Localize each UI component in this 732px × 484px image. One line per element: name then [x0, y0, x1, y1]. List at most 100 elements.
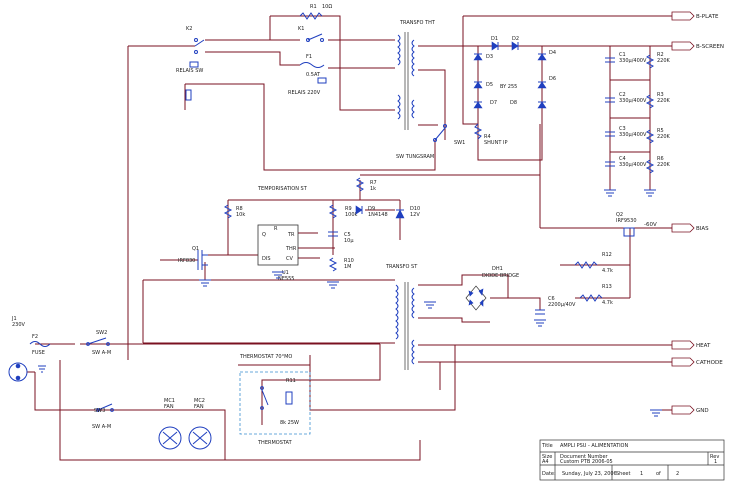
f2-label: F2 — [32, 334, 38, 340]
k1-label: K1 — [298, 26, 304, 32]
tb-sheet: 1 — [640, 471, 643, 477]
r2-value: 220K — [657, 58, 671, 64]
sw-tungsram: SW TUNGSRAM SW1 — [396, 124, 465, 160]
thermostat-title: THERMOSTAT 70°MO — [239, 354, 292, 360]
d3-label: D3 — [486, 54, 493, 60]
ground-filter — [604, 189, 656, 197]
transfo-st-label: TRANSFO ST — [385, 264, 418, 270]
q2-value: IRF9530 — [616, 218, 637, 224]
transfo-tht: TRANSFO THT — [397, 20, 436, 130]
f1-fuse: F1 0.5AT — [299, 54, 325, 78]
f2-value: FUSE — [32, 350, 45, 356]
r13-resistor: R13 4.7k — [579, 284, 613, 306]
d4-label: D4 — [549, 50, 556, 56]
d5-diode: D5 — [473, 81, 493, 89]
r13-label: R13 — [602, 284, 612, 290]
d2-label: D2 — [512, 36, 519, 42]
tb-of-label: of — [656, 471, 661, 477]
mc1-value: FAN — [164, 404, 174, 410]
wires — [18, 15, 672, 461]
c5-capacitor: C5 10µ — [328, 231, 354, 244]
port-b-screen: B-SCREEN — [671, 41, 724, 51]
u1-pin-r: R — [274, 226, 278, 232]
d6-label: D6 — [549, 76, 556, 82]
bias-net-label: -60V — [644, 222, 657, 228]
j1-connector: J1 230V — [8, 316, 28, 382]
u1-label: U1 — [282, 270, 289, 276]
r2-label: R2 — [657, 52, 664, 58]
f1-value: 0.5AT — [306, 72, 321, 78]
port-bias-label: BIAS — [696, 226, 709, 232]
thermostat-box — [239, 371, 311, 435]
c1-capacitor: C1 330µ/400V — [605, 52, 647, 64]
port-bias: BIAS — [671, 223, 709, 233]
r5-value: 220K — [657, 134, 671, 140]
ground-tempo — [199, 271, 339, 289]
diode-bridge-ht: D1 D2 D3 D4 D5 D6 D7 D8 BY 255 — [473, 36, 556, 109]
u1-pin-q: Q — [262, 232, 266, 238]
dh1-label: DH1 — [492, 266, 503, 272]
r1-resistor: R1 10Ω — [299, 4, 332, 20]
sw2-switch: SW2 SW A-M — [86, 330, 111, 356]
thermostat-switch-label: THERMOSTAT — [257, 440, 293, 446]
f1-label: F1 — [306, 54, 312, 60]
u1-pin-tr: TR — [287, 232, 295, 238]
c4-capacitor: C4 330µ/400V — [605, 156, 647, 168]
c1-value: 330µ/400V — [619, 58, 647, 64]
d4-diode: D4 — [537, 50, 556, 61]
mc2-fan: MC2 FAN — [188, 398, 212, 450]
by255-label: BY 255 — [500, 84, 517, 90]
relay-coil-small — [185, 89, 192, 101]
thermostat-switch — [260, 386, 269, 410]
r10-label: R10 — [344, 258, 354, 264]
f2-fuse: F2 FUSE — [29, 334, 51, 356]
d10-value: 12V — [410, 212, 420, 218]
tb-date-label: Date: — [542, 471, 556, 477]
tb-doc-label: Document Number — [560, 454, 609, 460]
u1-value: NE555 — [278, 276, 294, 282]
port-b-screen-label: B-SCREEN — [696, 44, 724, 50]
port-heat-label: HEAT — [696, 343, 711, 349]
port-gnd: GND — [671, 405, 709, 415]
r12-value: 4.7k — [602, 268, 613, 274]
sw2-label: SW2 — [96, 330, 107, 336]
d3-diode: D3 — [473, 53, 493, 61]
d9-value: 1N4148 — [368, 212, 388, 218]
port-gnd-label: GND — [696, 408, 709, 414]
d10-zener: D10 12V — [395, 206, 420, 219]
c5-value: 10µ — [344, 238, 354, 244]
r7-resistor: R7 1k — [355, 177, 377, 192]
q1-mosfet: Q1 IRF830 — [178, 246, 208, 270]
sw3-value: SW A-M — [92, 424, 111, 430]
r7-value: 1k — [370, 186, 376, 192]
d10-label: D10 — [410, 206, 420, 212]
port-heat: HEAT — [671, 340, 711, 350]
d5-label: D5 — [486, 82, 493, 88]
sw3-switch: SW3 SW A-M — [92, 403, 114, 430]
relay-sw: RELAIS SW — [176, 61, 203, 74]
j1-label: J1 — [11, 316, 17, 322]
c4-label: C4 — [619, 156, 626, 162]
ground-j1 — [38, 365, 46, 373]
relay-sw-label: RELAIS SW — [176, 68, 203, 74]
d8-diode: D8 — [510, 100, 547, 109]
sw2-value: SW A-M — [92, 350, 111, 356]
r6-resistor: R6 220K — [645, 156, 671, 174]
r3-label: R3 — [657, 92, 664, 98]
tb-doc: Custom PTB 2006-05 — [560, 459, 613, 465]
j1-value: 230V — [12, 322, 26, 328]
u1-pin-thr: THR — [285, 246, 297, 252]
r9-value: 100k — [345, 212, 358, 218]
u1-ne555: Q DIS TR THR CV R U1 NE555 — [257, 224, 299, 282]
d9-label: D9 — [368, 206, 375, 212]
r5-label: R5 — [657, 128, 664, 134]
sw3-label: SW3 — [94, 408, 105, 414]
k1-relay-contact: K1 — [298, 26, 324, 42]
c2-value: 330µ/400V — [619, 98, 647, 104]
mc1-label: MC1 — [164, 398, 175, 404]
c6-capacitor: C6 2200µ/40V — [535, 296, 576, 315]
r8-value: 10k — [236, 212, 245, 218]
dh1-value: DIODE BRIDGE — [482, 273, 519, 279]
relay-220v-label: RELAIS 220V — [288, 90, 321, 96]
c1-label: C1 — [619, 52, 626, 58]
